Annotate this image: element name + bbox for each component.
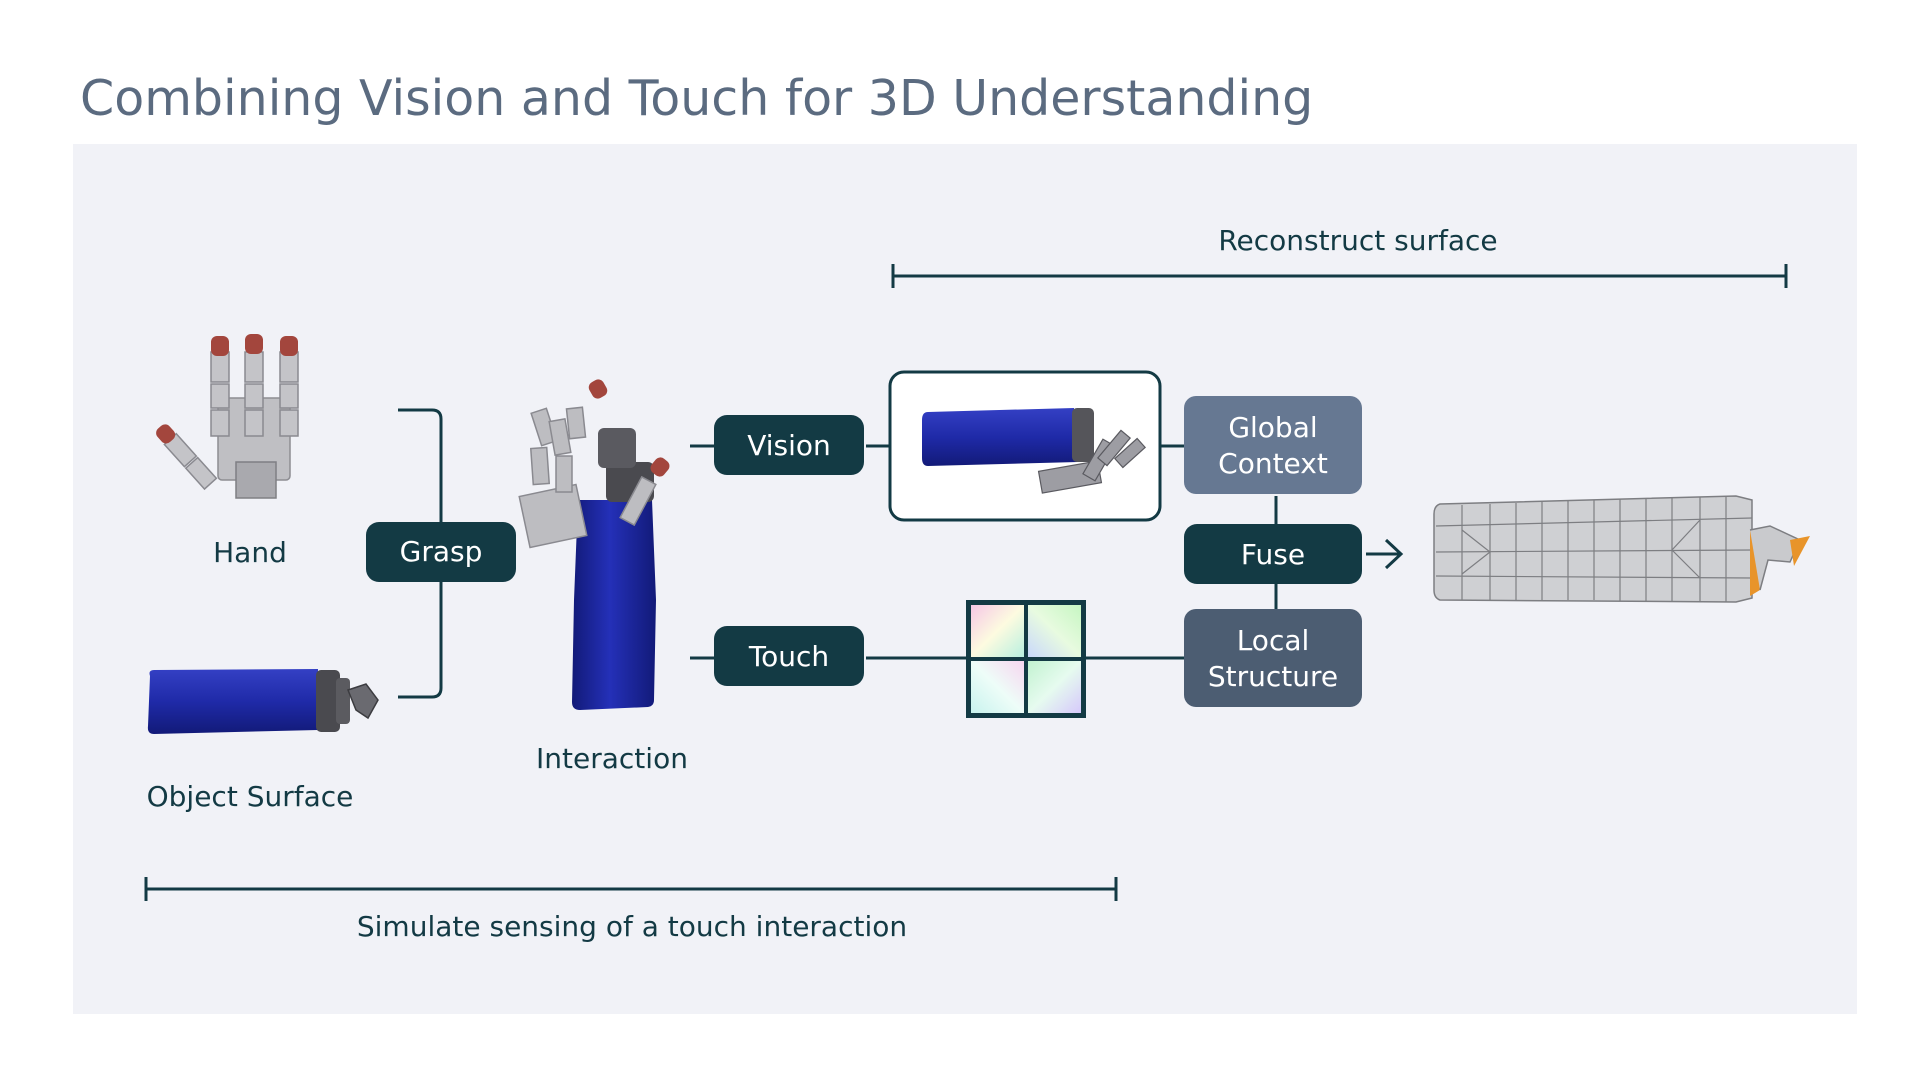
reconstructed-mesh-image [1433,495,1810,603]
grasp-node: Grasp [366,522,516,582]
touch-node: Touch [714,626,864,686]
local-structure-label-line1: Local [1237,624,1310,657]
object-surface-label: Object Surface [147,780,354,813]
simulate-sensing-label: Simulate sensing of a touch interaction [357,910,907,943]
touch-label: Touch [748,640,829,673]
reconstruct-range-bar [891,264,1788,288]
local-structure-node: Local Structure [1184,609,1362,707]
global-context-label-line2: Context [1218,447,1328,480]
global-context-node: Global Context [1184,396,1362,494]
vision-image [888,370,1162,522]
hand-label: Hand [213,536,287,569]
local-structure-label-line2: Structure [1208,660,1338,693]
vision-node: Vision [714,415,864,475]
interaction-label: Interaction [536,742,688,775]
reconstruct-surface-label: Reconstruct surface [1218,224,1497,257]
grasp-label: Grasp [400,535,483,568]
page-title: Combining Vision and Touch for 3D Unders… [80,70,1314,127]
interaction-image [518,379,670,710]
object-surface-image [147,669,379,734]
connector-lines [690,444,1404,660]
fuse-node: Fuse [1184,524,1362,584]
simulate-range-bar [144,877,1118,901]
global-context-label-line1: Global [1228,411,1317,444]
hand-image [156,334,299,499]
vision-label: Vision [747,429,831,462]
touch-sensor-image [966,600,1086,718]
fuse-label: Fuse [1241,538,1305,571]
